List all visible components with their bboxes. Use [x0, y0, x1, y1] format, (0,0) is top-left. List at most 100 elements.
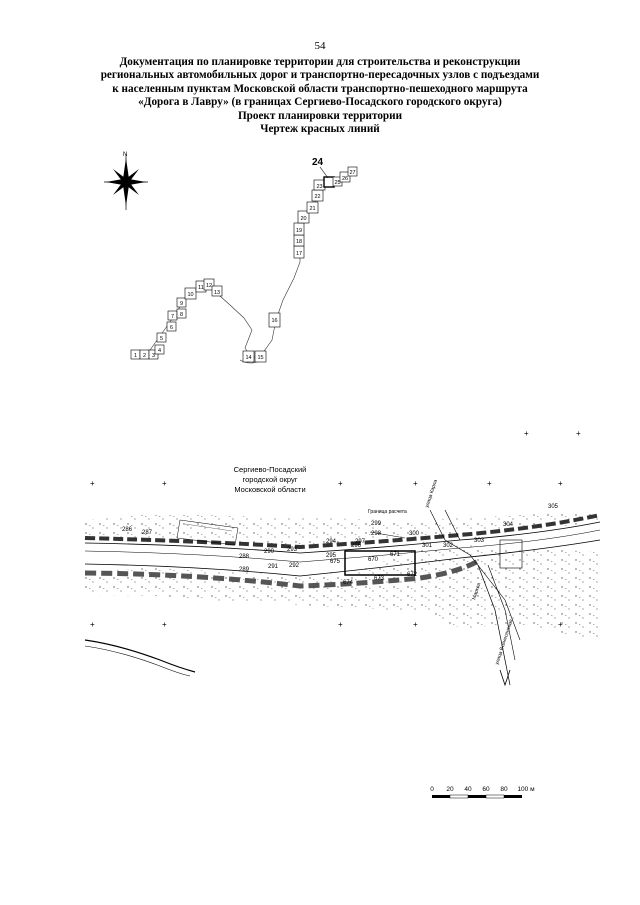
svg-text:3: 3 — [152, 353, 155, 359]
terrain-north — [85, 512, 600, 548]
sheet-10: 10 — [184, 287, 197, 300]
svg-text:675: 675 — [330, 559, 341, 565]
title-line-1: Документация по планировке территории дл… — [119, 56, 521, 68]
svg-text:674: 674 — [343, 580, 354, 586]
svg-text:17: 17 — [296, 251, 302, 257]
svg-text:13: 13 — [214, 290, 220, 296]
svg-text:299: 299 — [371, 521, 382, 527]
svg-text:+: + — [338, 620, 343, 629]
svg-text:291: 291 — [268, 564, 279, 570]
sheet-9: 9 — [176, 297, 187, 308]
svg-text:20: 20 — [446, 786, 454, 793]
river — [84, 639, 196, 673]
svg-text:20: 20 — [300, 216, 306, 222]
sheet-24-current — [323, 176, 335, 188]
svg-text:80: 80 — [500, 786, 508, 793]
sheet-21: 21 — [306, 201, 319, 214]
sheet-22: 22 — [311, 189, 324, 202]
sheet-7: 7 — [167, 310, 178, 321]
svg-text:+: + — [413, 479, 418, 488]
sheet-13: 13 — [211, 285, 223, 297]
grid-crosses: ++ ++++++ +++++ — [90, 429, 581, 629]
svg-text:+: + — [576, 429, 581, 438]
svg-text:294: 294 — [326, 539, 337, 545]
svg-text:6: 6 — [170, 325, 173, 331]
road-edge-south — [84, 539, 601, 577]
sheet-12: 12 — [203, 278, 215, 291]
svg-text:9: 9 — [180, 301, 183, 307]
svg-text:22: 22 — [314, 194, 320, 200]
boundary-label: Граница расчета — [368, 509, 407, 515]
street-label-marx: Маркса — [471, 582, 482, 601]
sheet-8: 8 — [176, 308, 187, 319]
svg-text:городской округ: городской округ — [243, 475, 298, 484]
sheet-4: 4 — [154, 344, 165, 355]
svg-text:26: 26 — [342, 176, 348, 182]
sheet-5: 5 — [156, 332, 167, 343]
red-line-north — [84, 513, 601, 550]
svg-text:8: 8 — [180, 312, 183, 318]
cross-street-marx — [429, 509, 521, 641]
arrow-icon — [499, 669, 511, 687]
svg-text:18: 18 — [296, 239, 302, 245]
parcel-boundary — [344, 550, 416, 576]
terrain-south — [85, 545, 600, 640]
svg-text:10: 10 — [187, 292, 193, 298]
svg-text:+: + — [524, 429, 529, 438]
svg-text:289: 289 — [239, 567, 250, 573]
svg-text:100 м: 100 м — [517, 786, 535, 793]
svg-text:286: 286 — [122, 527, 133, 533]
svg-text:11: 11 — [198, 285, 204, 291]
svg-text:302: 302 — [443, 543, 454, 549]
title-line-2: региональных автомобильных дорог и транс… — [100, 69, 540, 82]
svg-text:292: 292 — [289, 563, 300, 569]
svg-text:295: 295 — [326, 553, 337, 559]
current-sheet-number: 24 — [312, 157, 324, 168]
svg-text:672: 672 — [407, 572, 418, 578]
sheet-3: 3 — [148, 349, 159, 360]
svg-text:300: 300 — [409, 531, 420, 537]
svg-text:+: + — [162, 620, 167, 629]
svg-text:25: 25 — [334, 180, 340, 186]
svg-text:301: 301 — [422, 543, 433, 549]
svg-text:296: 296 — [351, 543, 362, 549]
svg-text:7: 7 — [171, 314, 174, 320]
svg-text:287: 287 — [142, 530, 153, 536]
svg-text:15: 15 — [257, 355, 263, 361]
sheet-16: 16 — [268, 312, 281, 328]
svg-text:671: 671 — [390, 552, 401, 558]
svg-text:+: + — [338, 479, 343, 488]
svg-text:303: 303 — [474, 538, 485, 544]
cross-street-voznesenskaya — [477, 564, 511, 686]
svg-text:27: 27 — [349, 170, 355, 176]
svg-text:12: 12 — [206, 283, 212, 289]
sheet-27: 27 — [347, 166, 358, 177]
sheet-14: 14 — [242, 350, 255, 363]
svg-text:+: + — [487, 479, 492, 488]
title-line-6: Чертеж красных линий — [260, 123, 380, 136]
svg-text:0: 0 — [430, 786, 434, 793]
svg-text:23: 23 — [316, 184, 322, 190]
svg-text:+: + — [90, 620, 95, 629]
svg-text:288: 288 — [239, 554, 250, 560]
sheet-1: 1 — [130, 349, 141, 360]
red-line-south — [84, 557, 482, 589]
svg-text:Сергиево-Посадский: Сергиево-Посадский — [234, 465, 307, 474]
road-edge-north — [84, 521, 601, 554]
sheet-17: 17 — [293, 245, 305, 259]
title-line-4: «Дорога в Лавру» (в границах Сергиево-По… — [138, 96, 502, 109]
svg-text:14: 14 — [245, 355, 251, 361]
page-number: 54 — [314, 40, 326, 52]
svg-text:Московской области: Московской области — [234, 485, 305, 494]
svg-text:673: 673 — [374, 576, 385, 582]
svg-text:298: 298 — [371, 531, 382, 537]
svg-text:+: + — [162, 479, 167, 488]
point-labels: 286 287 288 289 290 291 292 293 294 295 … — [122, 504, 559, 586]
scale-bar: 0 20 40 60 80 100 м — [430, 786, 535, 799]
svg-text:16: 16 — [271, 318, 277, 324]
svg-text:4: 4 — [158, 348, 161, 354]
svg-text:19: 19 — [296, 228, 302, 234]
title-line-5: Проект планировки территории — [237, 109, 403, 122]
compass-rose-icon — [104, 154, 148, 210]
